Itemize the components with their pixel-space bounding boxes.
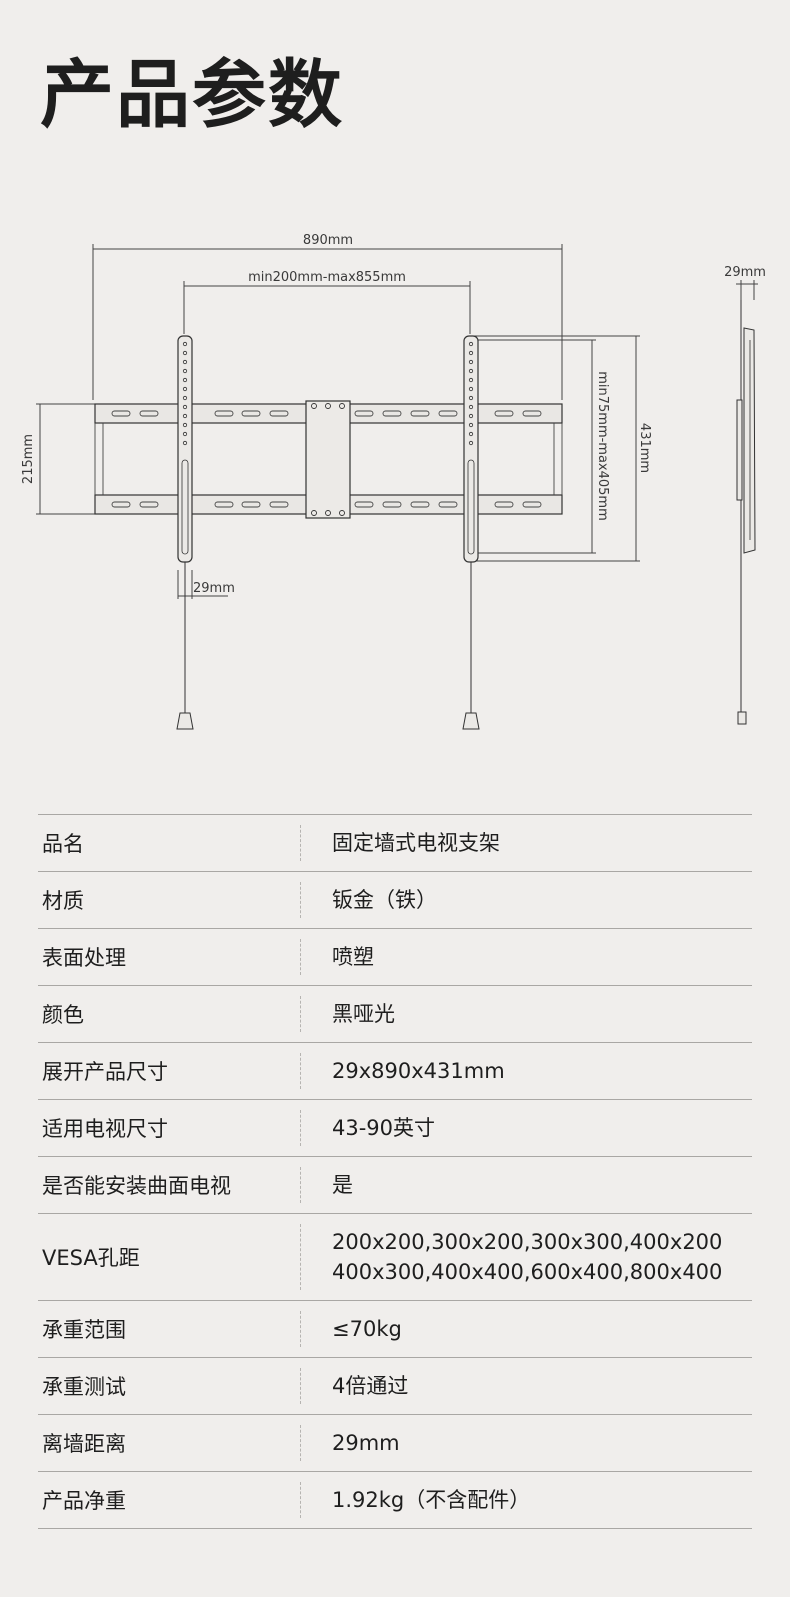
spec-label: 颜色 — [42, 1003, 84, 1027]
spec-value: 43-90英寸 — [332, 1115, 436, 1140]
spec-label: VESA孔距 — [42, 1246, 140, 1270]
spec-row: 承重测试 4倍通过 — [38, 1357, 752, 1415]
spec-label: 展开产品尺寸 — [42, 1060, 168, 1084]
spec-value: 是 — [332, 1172, 353, 1197]
spec-row: 产品净重 1.92kg（不含配件） — [38, 1471, 752, 1529]
page-title: 产品参数 — [40, 52, 344, 138]
bracket-dimension-diagram: 890mm min200mm-max855mm 215mm min75mm-ma… — [21, 233, 766, 730]
dim-side-depth-label: 29mm — [724, 265, 766, 280]
spec-label: 承重测试 — [42, 1375, 126, 1399]
spec-label: 表面处理 — [42, 946, 126, 970]
spec-row: 颜色 黑哑光 — [38, 985, 752, 1043]
dim-plate-height-label: 215mm — [21, 434, 36, 484]
spec-value: 29x890x431mm — [332, 1058, 505, 1083]
spec-value: ≤70kg — [332, 1316, 402, 1341]
spec-value: 钣金（铁） — [332, 887, 437, 912]
spec-label: 产品净重 — [42, 1489, 126, 1513]
spec-value: 固定墙式电视支架 — [332, 830, 500, 855]
spec-value-line: 200x200,300x200,300x300,400x200 — [332, 1229, 723, 1254]
dim-vesa-vertical-label: min75mm-max405mm — [595, 371, 610, 521]
spec-label: 适用电视尺寸 — [42, 1117, 168, 1141]
spec-label: 品名 — [42, 832, 84, 856]
spec-row: 是否能安装曲面电视 是 — [38, 1156, 752, 1214]
spec-row: 品名 固定墙式电视支架 — [38, 814, 752, 872]
spec-row: 离墙距离 29mm — [38, 1414, 752, 1472]
spec-label: 承重范围 — [42, 1318, 126, 1342]
spec-label: 材质 — [42, 889, 84, 913]
spec-value: 200x200,300x200,300x300,400x200 400x300,… — [301, 1214, 752, 1301]
spec-value-line: 400x300,400x400,600x400,800x400 — [332, 1260, 723, 1284]
dim-arm-width-label: 29mm — [193, 581, 235, 596]
spec-value: 喷塑 — [332, 944, 374, 969]
spec-label: 是否能安装曲面电视 — [42, 1174, 231, 1198]
spec-value: 黑哑光 — [332, 1001, 395, 1026]
spec-row: 表面处理 喷塑 — [38, 928, 752, 986]
spec-row: 材质 钣金（铁） — [38, 871, 752, 929]
spec-row: 展开产品尺寸 29x890x431mm — [38, 1042, 752, 1100]
spec-table: 品名 固定墙式电视支架 材质 钣金（铁） 表面处理 喷塑 颜色 黑哑光 展开产品… — [38, 814, 752, 1529]
spec-value: 1.92kg（不含配件） — [332, 1487, 531, 1512]
spec-row: VESA孔距 200x200,300x200,300x300,400x200 4… — [38, 1213, 752, 1301]
spec-value: 4倍通过 — [332, 1373, 409, 1398]
spec-value: 29mm — [332, 1430, 400, 1455]
dim-total-width-label: 890mm — [303, 233, 353, 248]
dim-total-height-label: 431mm — [637, 423, 652, 473]
spec-row: 适用电视尺寸 43-90英寸 — [38, 1099, 752, 1157]
dim-vesa-horizontal-label: min200mm-max855mm — [248, 270, 406, 285]
spec-label: 离墙距离 — [42, 1432, 126, 1456]
spec-row: 承重范围 ≤70kg — [38, 1300, 752, 1358]
